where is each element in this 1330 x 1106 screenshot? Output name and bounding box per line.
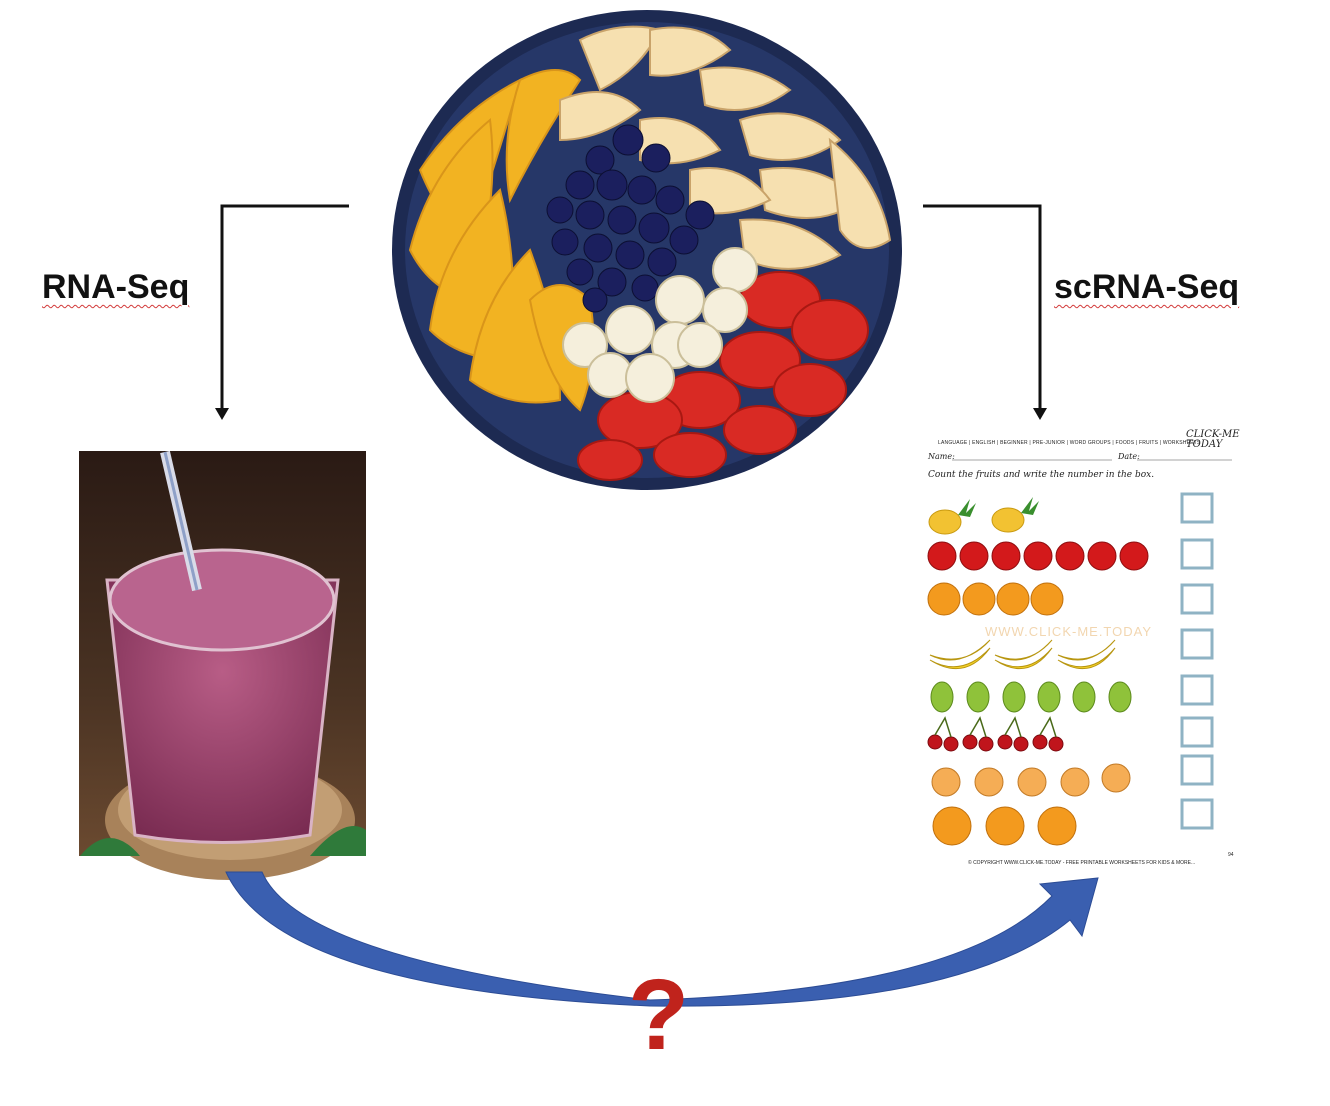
smoothie-glass-image: [79, 450, 366, 880]
worksheet-page-number: 94: [1228, 852, 1234, 858]
scrna-seq-label: scRNA-Seq: [1054, 268, 1240, 306]
right-arrowhead-icon: [1033, 408, 1047, 420]
worksheet-header: LANGUAGE | ENGLISH | BEGINNER | PRE-JUNI…: [938, 440, 1201, 446]
pineapple-row: [928, 497, 1039, 535]
orange-row: [927, 582, 1064, 616]
left-arrowhead-icon: [215, 408, 229, 420]
curved-transition-arrow: [225, 871, 1099, 1007]
apple-row: [927, 541, 1149, 571]
banana-row: [929, 639, 1116, 669]
question-mark: ?: [628, 959, 690, 1071]
fruit-counting-worksheet-image: [920, 425, 1250, 875]
worksheet-footer: © COPYRIGHT WWW.CLICK-ME.TODAY - FREE PR…: [968, 860, 1196, 866]
answer-boxes: [1180, 492, 1214, 830]
worksheet-logo: CLICK-ME TODAY: [1186, 429, 1240, 450]
pear-row: [930, 681, 1132, 713]
worksheet-instruction: Count the fruits and write the number in…: [928, 470, 1155, 480]
peach-row: [931, 763, 1131, 797]
fruit-bowl-image: [392, 10, 902, 490]
left-connector-arrow: [220, 204, 349, 410]
worksheet-name-label: Name:: [928, 452, 955, 461]
cherry-stems: [934, 716, 1057, 738]
worksheet-date-label: Date:: [1118, 452, 1140, 461]
right-connector-arrow: [923, 204, 1042, 410]
worksheet-watermark: WWW.CLICK-ME.TODAY: [985, 624, 1153, 639]
rna-seq-label: RNA-Seq: [42, 268, 190, 306]
orange-row-2: [932, 806, 1077, 846]
